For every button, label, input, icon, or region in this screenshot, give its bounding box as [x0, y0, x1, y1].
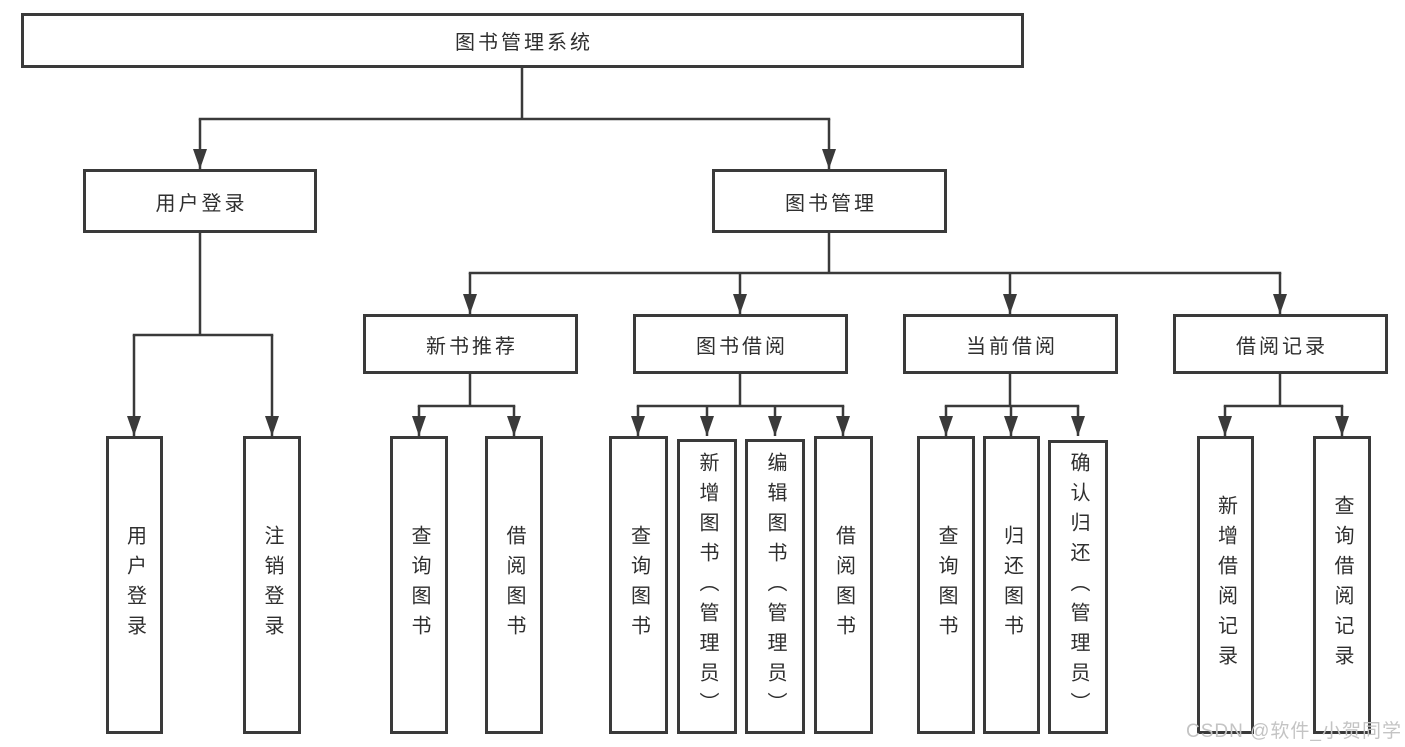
node-cb-return-book: 归还图书 [983, 436, 1040, 734]
node-user-login-branch: 用户登录 [83, 169, 317, 233]
node-cb-query-book: 查询图书 [917, 436, 975, 734]
node-user-login-leaf: 用户登录 [106, 436, 163, 734]
csdn-watermark: CSDN @软件_小贺同学 [1186, 721, 1402, 742]
node-current-borrowing: 当前借阅 [903, 314, 1118, 374]
node-bb-edit-book-admin: 编辑图书（管理员） [745, 439, 805, 734]
node-br-add-record: 新增借阅记录 [1197, 436, 1254, 734]
node-book-management-branch: 图书管理 [712, 169, 947, 233]
connector-arrows [127, 119, 1349, 436]
node-borrowing-records: 借阅记录 [1173, 314, 1388, 374]
node-logout-leaf: 注销登录 [243, 436, 301, 734]
node-nbr-borrow-book: 借阅图书 [485, 436, 543, 734]
node-nbr-query-book: 查询图书 [390, 436, 448, 734]
node-bb-query-book: 查询图书 [609, 436, 668, 734]
node-bb-borrow-book: 借阅图书 [814, 436, 873, 734]
node-book-borrowing: 图书借阅 [633, 314, 848, 374]
node-br-query-record: 查询借阅记录 [1313, 436, 1371, 734]
node-new-book-recommendation: 新书推荐 [363, 314, 578, 374]
node-bb-add-book-admin: 新增图书（管理员） [677, 439, 737, 734]
node-library-management-system: 图书管理系统 [21, 13, 1024, 68]
node-cb-confirm-return-admin: 确认归还（管理员） [1048, 440, 1108, 734]
